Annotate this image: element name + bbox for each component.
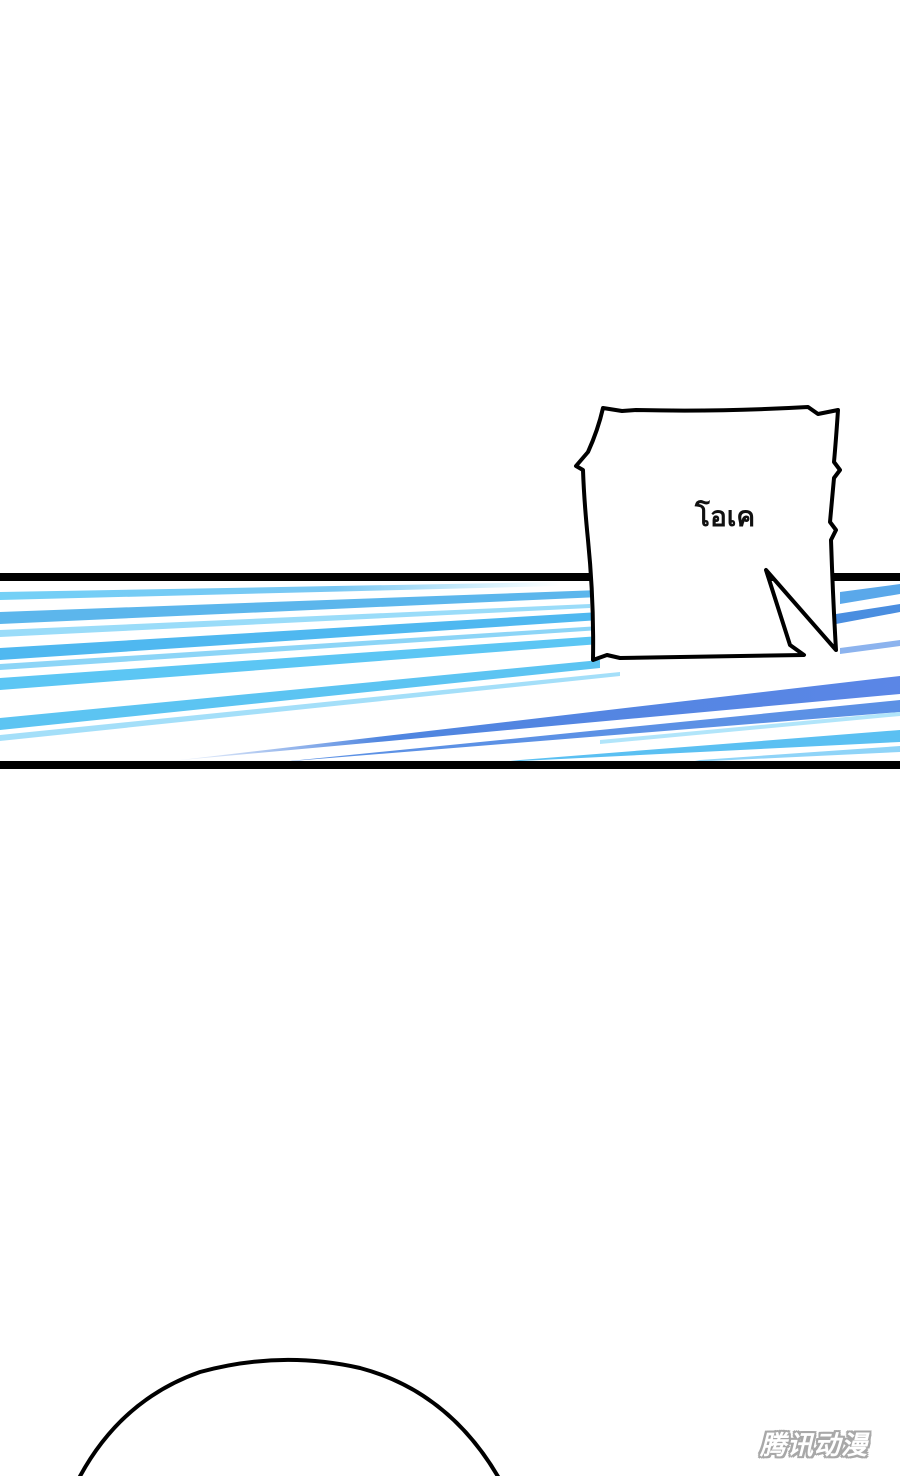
circle-outline: [77, 1357, 500, 1476]
speech-bubble: [574, 405, 842, 662]
speed-streak: [0, 582, 560, 600]
speed-streak: [0, 612, 600, 660]
speed-streak: [0, 660, 600, 730]
speed-streak: [836, 604, 900, 624]
speed-streak: [0, 626, 600, 670]
speed-streak: [0, 636, 600, 690]
speed-streak: [840, 584, 900, 604]
speed-streak: [0, 672, 620, 741]
speed-streak: [600, 712, 900, 744]
publisher-watermark: 腾讯动漫: [759, 1431, 868, 1461]
speed-streak: [500, 730, 900, 762]
panel-border-top: [0, 573, 900, 581]
speech-bubble-text: โอเค: [694, 500, 756, 533]
speed-streak: [0, 590, 600, 624]
speed-streak: [280, 700, 900, 762]
speed-streak: [840, 640, 900, 654]
speed-streak: [0, 604, 590, 637]
speed-streak: [690, 746, 900, 762]
panel-border-bottom: [0, 761, 900, 769]
